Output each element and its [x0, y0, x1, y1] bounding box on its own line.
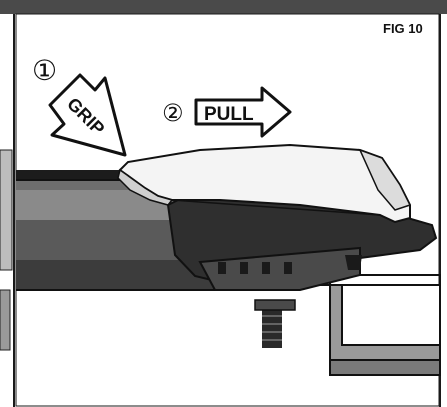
step-2-number: ② [162, 99, 184, 127]
previous-figure-fragment [0, 149, 13, 351]
threaded-screw [254, 299, 296, 348]
step-1-number: ① [32, 54, 57, 87]
pull-arrow-icon [194, 86, 292, 138]
pull-label: PULL [204, 104, 254, 125]
release-cover [117, 143, 412, 224]
mount-bracket [300, 274, 441, 376]
figure-label: FIG 10 [383, 21, 423, 36]
grip-arrow-icon [48, 73, 127, 157]
header-band [0, 0, 447, 14]
